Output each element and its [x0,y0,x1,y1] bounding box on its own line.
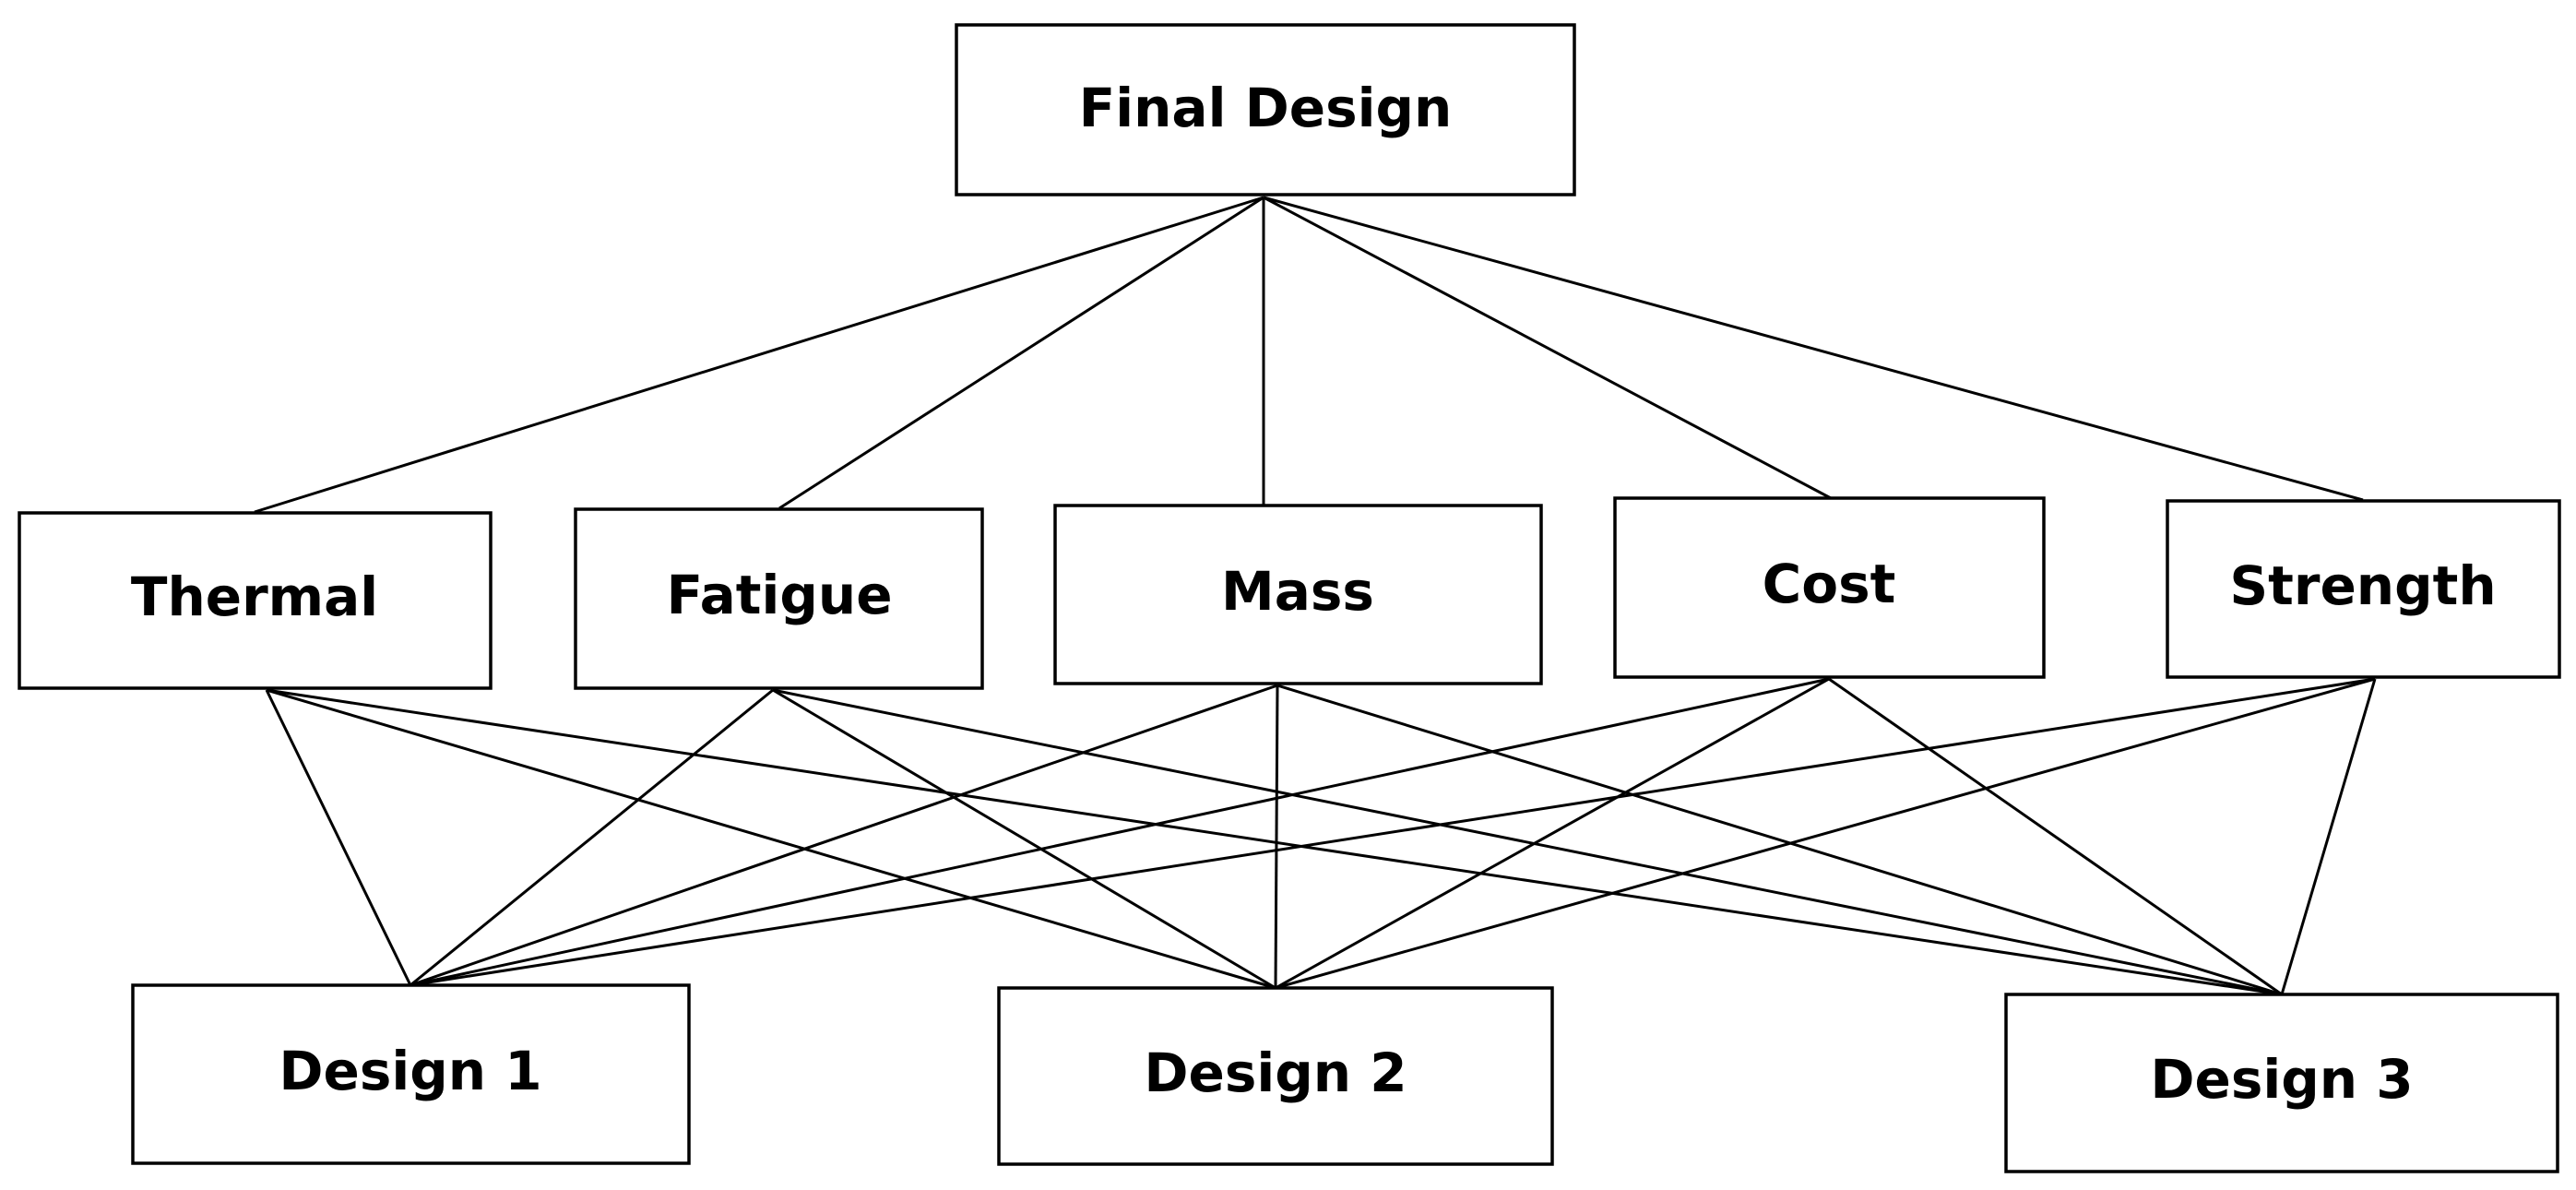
node-strength-box [2166,499,2561,679]
node-mass-label: Mass [1221,560,1374,623]
edge-final-thermal [254,196,1264,514]
node-design-1: Design 1 [131,983,691,1165]
edge-mass-design1 [410,684,1278,987]
node-strength-label: Strength [2229,554,2496,617]
edges-layer [254,196,2377,996]
edge-fatigue-design3 [772,688,2283,996]
edge-final-strength [1263,196,2364,502]
node-cost: Cost [1613,496,2046,679]
node-fatigue-label: Fatigue [666,564,892,626]
edge-thermal-design2 [266,688,1276,990]
edge-cost-design1 [410,677,1830,987]
node-design-1-label: Design 1 [279,1040,541,1102]
node-design-2: Design 2 [997,986,1554,1166]
edge-final-fatigue [778,196,1264,510]
node-design-3-box [2004,993,2559,1173]
edge-cost-design2 [1275,677,1830,990]
node-final-design-box [955,23,1576,196]
edge-strength-design2 [1275,677,2376,990]
node-cost-label: Cost [1763,553,1896,615]
edge-thermal-design3 [266,688,2283,996]
node-design-3-label: Design 3 [2150,1048,2413,1111]
edge-cost-design3 [1828,677,2283,996]
node-final-design-label: Final Design [1079,77,1453,139]
node-final-design: Final Design [955,23,1576,196]
edge-thermal-design1 [265,689,412,986]
edge-mass-design3 [1276,684,2283,996]
edge-final-cost [1263,196,1832,500]
edge-mass-design2 [1274,684,1279,989]
edge-fatigue-design1 [410,688,774,987]
node-design-3: Design 3 [2004,993,2559,1173]
edge-strength-design1 [410,677,2376,987]
node-thermal-label: Thermal [131,565,378,628]
node-fatigue: Fatigue [574,507,984,690]
node-mass: Mass [1053,504,1543,685]
edge-strength-design3 [2280,678,2377,995]
node-design-1-box [131,983,691,1165]
node-fatigue-box [574,507,984,690]
node-strength: Strength [2166,499,2561,679]
node-mass-box [1053,504,1543,685]
node-thermal: Thermal [18,511,493,690]
node-cost-box [1613,496,2046,679]
edge-fatigue-design2 [772,688,1276,990]
node-design-2-box [997,986,1554,1166]
node-thermal-box [18,511,493,690]
node-design-2-label: Design 2 [1144,1041,1407,1104]
